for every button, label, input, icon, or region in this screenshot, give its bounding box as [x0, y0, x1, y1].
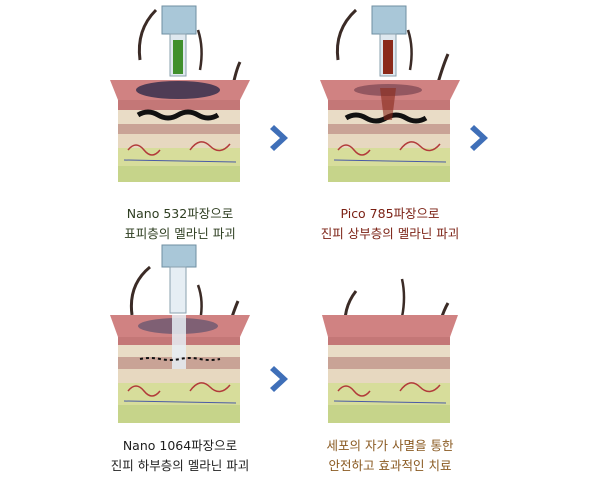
laser-tip [169, 266, 187, 314]
skin-diagram-nano-1064 [110, 244, 250, 423]
hair-icon [335, 8, 358, 61]
hair-icon [196, 29, 203, 71]
blood-vessel [189, 141, 231, 152]
caption-nano-1064: Nano 1064파장으로 진피 하부층의 멜라닌 파괴 [90, 436, 270, 476]
caption-line-2: 안전하고 효과적인 치료 [328, 458, 452, 473]
blood-vessel [337, 144, 371, 156]
blood-vessel [337, 385, 371, 397]
caption-line-1: Nano 532파장으로 [126, 206, 234, 221]
caption-line-1: Nano 1064파장으로 [122, 438, 238, 453]
skin-surface [322, 315, 458, 337]
dermis-lower-layer [328, 134, 450, 148]
caption-line-2: 표피층의 멜라닌 파괴 [124, 226, 236, 241]
laser-handpiece-icon [161, 5, 197, 35]
subcutaneous-layer [328, 166, 450, 182]
next-arrow-icon [270, 366, 288, 392]
caption-line-2: 진피 하부층의 멜라닌 파괴 [110, 458, 250, 473]
skin-diagram-result [322, 278, 458, 423]
panel-pico-785: Pico 785파장으로 진피 상부층의 멜라닌 파괴 [310, 0, 470, 250]
skin-diagram-nano-532 [110, 5, 250, 182]
dermis-lower-layer [118, 134, 240, 148]
skin-diagram-pico-785 [320, 5, 460, 182]
subcutaneous-layer [328, 405, 450, 423]
laser-beam-green [173, 40, 183, 74]
caption-result: 세포의 자가 사멸을 통한 안전하고 효과적인 치료 [300, 436, 480, 476]
subcutaneous-layer [118, 405, 240, 423]
vein [333, 159, 447, 163]
blood-vessel [127, 385, 161, 397]
panel-nano-532: Nano 532파장으로 표피층의 멜라닌 파괴 [100, 0, 260, 250]
laser-handpiece-icon [371, 5, 407, 35]
dermis-lower-layer [328, 369, 450, 383]
caption-pico-785: Pico 785파장으로 진피 상부층의 멜라닌 파괴 [300, 204, 480, 244]
hair-icon [400, 278, 406, 318]
laser-handpiece-icon [161, 244, 197, 268]
laser-beam-path [380, 88, 396, 120]
hair-icon [406, 29, 413, 71]
hair-icon [137, 8, 158, 61]
dermis-upper-layer [328, 357, 450, 369]
next-arrow-icon [470, 125, 488, 151]
fat-layer [118, 383, 240, 405]
fat-layer [328, 383, 450, 405]
blood-vessel [189, 382, 231, 393]
blood-vessel [399, 141, 441, 152]
subcutaneous-layer [118, 166, 240, 182]
hair-icon [129, 265, 151, 316]
panel-nano-1064: Nano 1064파장으로 진피 하부층의 멜라닌 파괴 [100, 244, 260, 495]
vein [123, 400, 237, 404]
laser-beam-path [172, 315, 186, 369]
blood-vessel [127, 144, 161, 156]
dermis-upper-layer [328, 124, 450, 134]
dermis-upper-layer [118, 124, 240, 134]
next-arrow-icon [270, 125, 288, 151]
caption-line-2: 진피 상부층의 멜라닌 파괴 [320, 226, 460, 241]
vein [333, 400, 447, 404]
caption-nano-532: Nano 532파장으로 표피층의 멜라닌 파괴 [90, 204, 270, 244]
melanin-pigment [139, 357, 221, 361]
melanin-pigment [136, 109, 220, 121]
laser-spot [136, 81, 220, 99]
blood-vessel [399, 382, 441, 393]
vein [123, 159, 237, 163]
caption-line-1: Pico 785파장으로 [340, 206, 440, 221]
laser-beam-red [383, 40, 393, 74]
panel-result: 세포의 자가 사멸을 통한 안전하고 효과적인 치료 [310, 245, 470, 495]
epidermis-layer [328, 345, 450, 357]
caption-line-1: 세포의 자가 사멸을 통한 [326, 438, 454, 453]
dermis-lower-layer [118, 369, 240, 383]
